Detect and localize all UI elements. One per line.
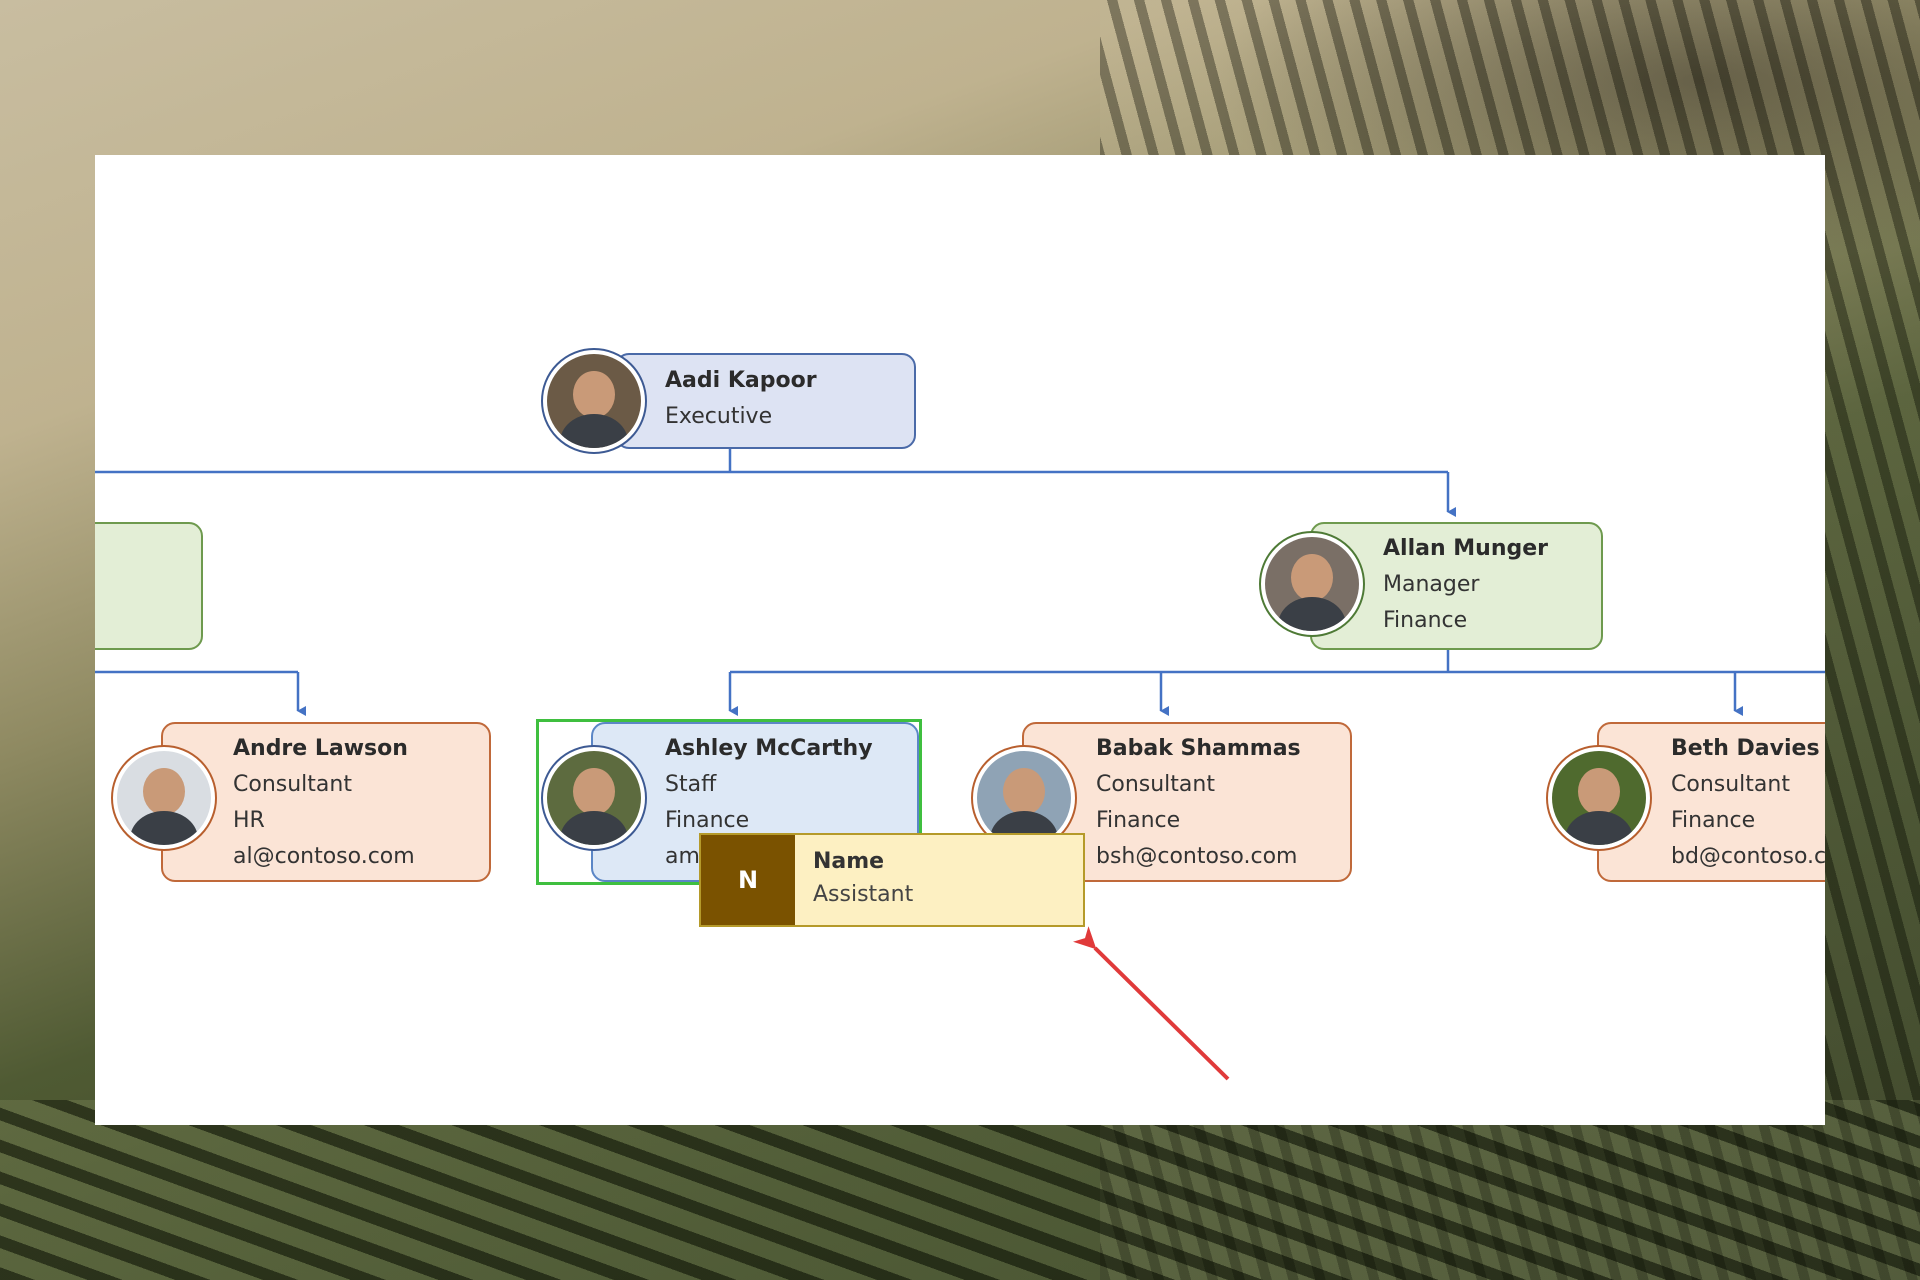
node-name: Allan Munger xyxy=(1383,536,1549,561)
diagram-canvas[interactable]: Aadi Kapoor Executive Allan Munger Manag… xyxy=(95,155,1825,1125)
node-department: Finance xyxy=(665,808,750,833)
shape-role-label: Assistant xyxy=(813,882,914,907)
node-email: am xyxy=(665,844,700,869)
node-title: Consultant xyxy=(1096,772,1215,797)
node-allan-munger-text: Allan Munger Manager Finance xyxy=(1383,531,1548,639)
node-department: HR xyxy=(233,808,265,833)
node-name: Babak Shammas xyxy=(1096,736,1301,761)
node-babak-shammas-text: Babak Shammas Consultant Finance bsh@con… xyxy=(1096,731,1301,875)
node-beth-davies-text: Beth Davies Consultant Finance bd@contos… xyxy=(1671,731,1825,875)
node-department: Finance xyxy=(1383,608,1468,633)
node-aadi-kapoor-text: Aadi Kapoor Executive xyxy=(665,363,817,435)
shape-name-label: Name xyxy=(813,849,885,874)
annotation-arrow xyxy=(1073,926,1230,1081)
node-name: Aadi Kapoor xyxy=(665,368,817,393)
node-andre-lawson-text: Andre Lawson Consultant HR al@contoso.co… xyxy=(233,731,415,875)
node-title: Executive xyxy=(665,404,773,429)
avatar-ashley-mccarthy xyxy=(541,745,647,851)
avatar-andre-lawson xyxy=(111,745,217,851)
node-offscreen-left[interactable] xyxy=(95,522,203,650)
node-title: Consultant xyxy=(233,772,352,797)
node-title: Manager xyxy=(1383,572,1480,597)
node-email: al@contoso.com xyxy=(233,844,415,869)
node-department: Finance xyxy=(1096,808,1181,833)
node-name: Beth Davies xyxy=(1671,736,1820,761)
node-title: Staff xyxy=(665,772,717,797)
node-ashley-mccarthy-text: Ashley McCarthy Staff Finance am xyxy=(665,731,873,875)
avatar-allan-munger xyxy=(1259,531,1365,637)
node-email: bsh@contoso.com xyxy=(1096,844,1298,869)
node-name: Ashley McCarthy xyxy=(665,736,873,761)
node-department: Finance xyxy=(1671,808,1756,833)
node-title: Consultant xyxy=(1671,772,1790,797)
connector-lines xyxy=(95,447,1825,1081)
assistant-shape-preview[interactable]: N Name Assistant xyxy=(699,833,1085,927)
avatar-aadi-kapoor xyxy=(541,348,647,454)
node-name: Andre Lawson xyxy=(233,736,408,761)
node-email: bd@contoso.c xyxy=(1671,844,1825,869)
initial-badge: N xyxy=(701,835,795,925)
avatar-beth-davies xyxy=(1546,745,1652,851)
